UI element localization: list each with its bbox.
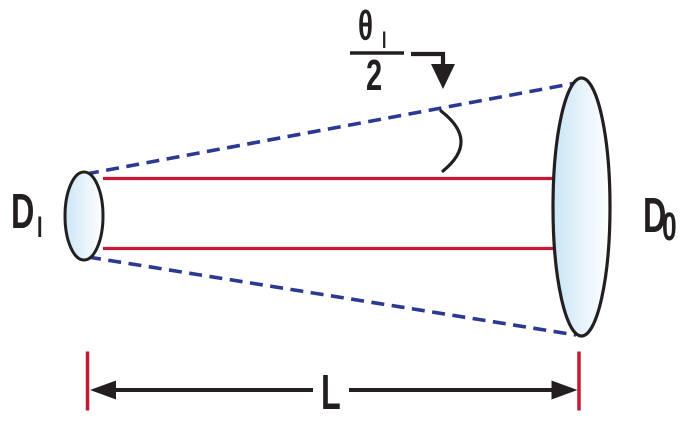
dimension-arrowhead-right-icon xyxy=(551,380,578,400)
input-diameter-group: D xyxy=(11,183,34,238)
angle-arc xyxy=(439,109,463,173)
theta-symbol-group: θ xyxy=(358,2,373,49)
theta-denominator-label: 2 xyxy=(366,50,382,100)
dimension-arrowhead-left-icon xyxy=(90,380,116,400)
theta-subscript-group: I xyxy=(382,28,386,54)
divergence-ray-top xyxy=(85,81,577,176)
theta-symbol-label: θ xyxy=(358,2,373,49)
input-diameter-label: D xyxy=(11,183,34,238)
length-label-group: L xyxy=(321,364,341,419)
divergence-ray-bottom xyxy=(87,255,577,337)
output-lens xyxy=(551,76,612,338)
angle-pointer-arrowhead-icon xyxy=(431,64,455,89)
output-diameter-subscript-label: 0 xyxy=(662,205,677,250)
theta-denominator-group: 2 xyxy=(366,50,382,100)
input-diameter-subscript-group: I xyxy=(37,211,43,244)
output-diameter-label: D xyxy=(643,187,666,242)
theta-subscript-label: I xyxy=(382,28,386,54)
input-diameter-subscript-label: I xyxy=(37,211,43,244)
input-lens xyxy=(63,170,105,262)
length-label: L xyxy=(321,364,341,419)
angle-pointer-elbow xyxy=(411,51,446,66)
output-diameter-group: D xyxy=(643,187,666,242)
output-diameter-subscript-group: 0 xyxy=(662,205,677,250)
